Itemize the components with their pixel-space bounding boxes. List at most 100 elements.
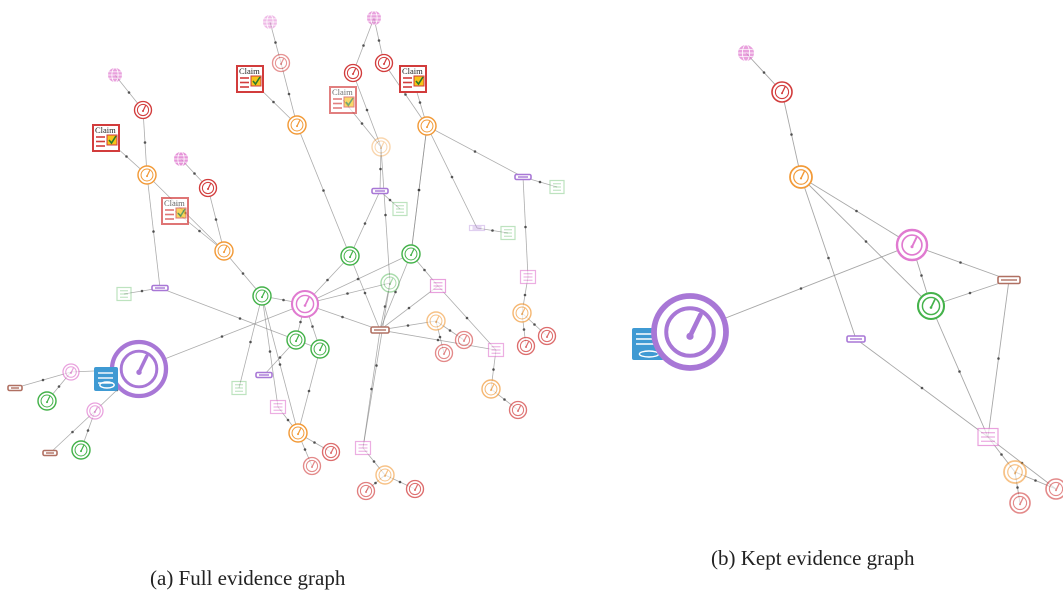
edge-arrowhead bbox=[968, 291, 972, 295]
edge-arrowhead bbox=[249, 340, 252, 344]
edge-arrowhead bbox=[326, 278, 329, 282]
web-icon bbox=[367, 10, 381, 26]
claim-label: Claim bbox=[402, 66, 423, 76]
edge-arrowhead bbox=[360, 122, 364, 125]
gauge-icon bbox=[198, 178, 218, 198]
edge-arrowhead bbox=[958, 370, 961, 373]
edge-arrowhead bbox=[398, 480, 402, 484]
edge-arrowhead bbox=[193, 172, 196, 175]
gauge-icon bbox=[1045, 478, 1063, 500]
web-icon bbox=[738, 44, 754, 62]
edge-arrowhead bbox=[407, 306, 411, 310]
edge-arrowhead bbox=[423, 268, 426, 272]
edge-arrowhead bbox=[855, 209, 858, 213]
claim-label: Claim bbox=[95, 125, 116, 135]
edge-arrowhead bbox=[278, 356, 282, 359]
edge-arrowhead bbox=[920, 386, 924, 390]
edge-arrowhead bbox=[438, 335, 442, 339]
gauge-icon bbox=[71, 440, 91, 460]
list-icon bbox=[468, 224, 486, 232]
edge-arrowhead bbox=[1016, 486, 1019, 489]
gauge-icon bbox=[405, 479, 425, 499]
edge-arrowhead bbox=[1034, 479, 1037, 482]
edge-arrowhead bbox=[71, 430, 74, 434]
edge-arrowhead bbox=[125, 155, 128, 158]
list-icon bbox=[116, 286, 132, 302]
edge-arrowhead bbox=[533, 323, 536, 326]
gauge-icon bbox=[481, 379, 501, 399]
edge-arrowhead bbox=[388, 198, 392, 202]
bar-icon bbox=[997, 275, 1021, 285]
web-icon bbox=[263, 14, 277, 30]
edge-arrowhead bbox=[762, 71, 766, 74]
gauge-icon bbox=[343, 63, 363, 83]
edge-arrowhead bbox=[57, 385, 61, 388]
web-icon bbox=[108, 67, 122, 83]
gauge-icon bbox=[340, 246, 360, 266]
gauge-icon bbox=[86, 402, 104, 420]
edge-arrowhead bbox=[436, 338, 440, 342]
edge-arrowhead bbox=[41, 378, 45, 382]
edge-arrowhead bbox=[356, 277, 360, 281]
edge-arrowhead bbox=[287, 92, 291, 96]
edge-arrowhead bbox=[143, 141, 147, 144]
edge-arrowhead bbox=[799, 287, 803, 290]
edge-arrowhead bbox=[152, 230, 155, 233]
gauge-icon bbox=[310, 339, 330, 359]
edge-arrowhead bbox=[303, 448, 307, 451]
gauge-icon bbox=[895, 228, 929, 262]
edge-arrowhead bbox=[241, 272, 245, 275]
edge-arrowhead bbox=[307, 389, 311, 393]
edge-arrowhead bbox=[827, 256, 830, 260]
gauge-icon bbox=[271, 53, 291, 73]
gauge-icon bbox=[356, 481, 376, 501]
gauge-icon bbox=[375, 465, 395, 485]
edge-arrowhead bbox=[465, 316, 469, 320]
edge-arrowhead bbox=[278, 363, 282, 366]
edge-arrowhead bbox=[127, 91, 131, 94]
edge-arrowhead bbox=[538, 180, 542, 184]
edge-arrowhead bbox=[140, 289, 144, 293]
edge-arrowhead bbox=[491, 229, 494, 232]
gauge-icon bbox=[214, 241, 234, 261]
edge-arrowhead bbox=[220, 335, 224, 338]
edge-arrowhead bbox=[311, 325, 314, 328]
document-icon bbox=[94, 367, 118, 391]
edge-arrowhead bbox=[268, 350, 272, 353]
edge-arrowhead bbox=[313, 441, 316, 444]
edge-arrowhead bbox=[341, 315, 344, 319]
edge-arrowhead bbox=[473, 150, 477, 153]
bar-icon bbox=[846, 335, 866, 343]
gauge-icon bbox=[426, 311, 446, 331]
edge-arrowhead bbox=[522, 328, 526, 331]
claim-card-icon: Claim bbox=[161, 197, 189, 225]
gauge-icon bbox=[454, 330, 474, 350]
kept-evidence-graph-panel bbox=[632, 44, 1063, 514]
gauge-icon bbox=[380, 273, 400, 293]
claim-card-icon: Claim bbox=[329, 86, 357, 114]
list-icon bbox=[500, 225, 516, 241]
claim-label: Claim bbox=[332, 87, 353, 97]
gauge-icon bbox=[109, 339, 169, 399]
edge-arrowhead bbox=[377, 39, 381, 42]
edge-arrowhead bbox=[394, 290, 397, 294]
gauge-icon bbox=[789, 165, 813, 189]
edge-arrowhead bbox=[864, 240, 868, 243]
gauge-icon bbox=[321, 442, 341, 462]
edge-arrowhead bbox=[299, 320, 302, 324]
edge-arrowhead bbox=[374, 481, 377, 485]
gauge-icon bbox=[1003, 460, 1027, 484]
gauge-icon bbox=[508, 400, 528, 420]
bar-icon bbox=[42, 449, 58, 457]
edge-arrowhead bbox=[363, 222, 367, 225]
gauge-icon bbox=[252, 286, 272, 306]
edge-arrowhead bbox=[406, 324, 410, 327]
gauge-icon bbox=[401, 244, 421, 264]
gauge-icon bbox=[371, 137, 391, 157]
gauge-icon bbox=[37, 391, 57, 411]
gauge-icon bbox=[374, 53, 394, 73]
list-icon bbox=[354, 440, 372, 456]
